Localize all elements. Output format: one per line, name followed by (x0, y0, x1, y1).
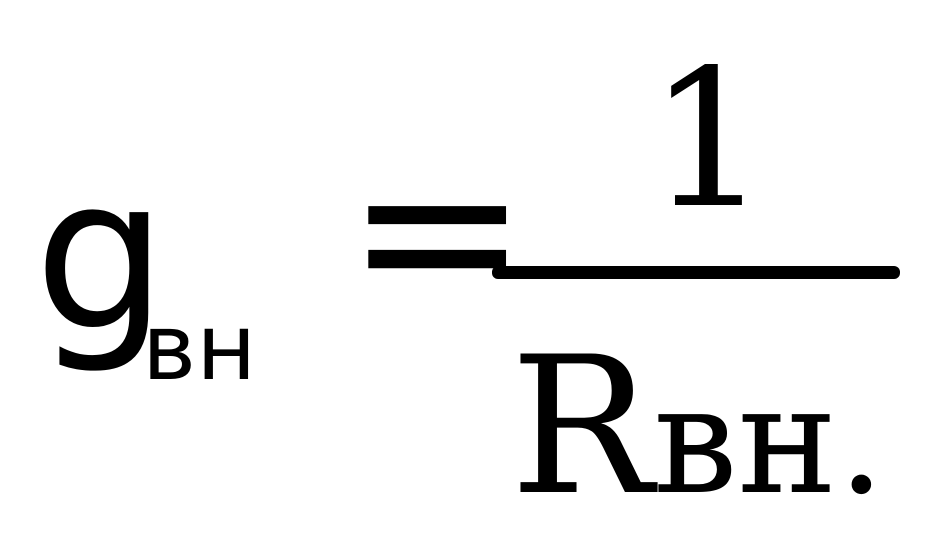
fraction-denominator: Rвн. (510, 332, 885, 522)
denominator-rest: вн. (653, 354, 886, 528)
fraction-bar (492, 266, 900, 279)
equals-sign: = (345, 102, 530, 358)
fraction-numerator: 1 (648, 29, 769, 250)
denominator-main: R (510, 316, 654, 537)
lhs-symbol: g (34, 132, 168, 377)
lhs-subscript: вн (142, 294, 257, 401)
